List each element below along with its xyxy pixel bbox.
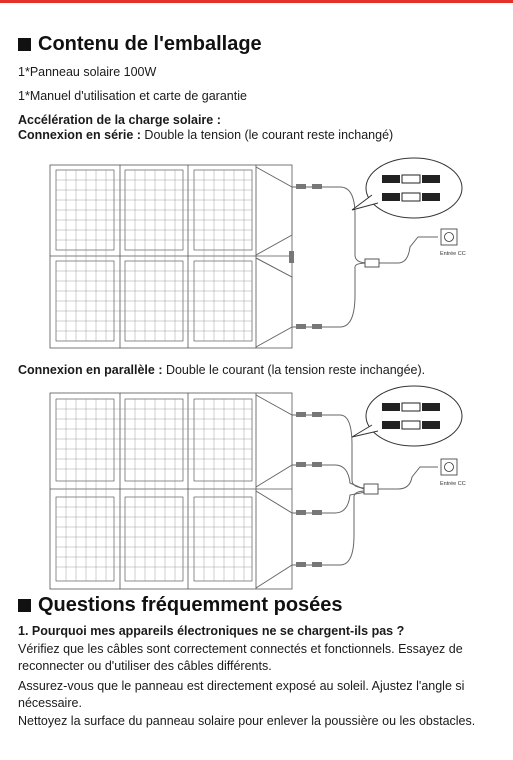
connector-zoom-bubble-parallel: [351, 385, 463, 447]
package-item-panel: 1*Panneau solaire 100W: [18, 65, 157, 79]
package-item-manual: 1*Manuel d'utilisation et carte de garan…: [18, 89, 247, 103]
parallel-connection-diagram: Entrée CC: [49, 385, 466, 590]
dc-input-port-icon-parallel: [440, 458, 458, 476]
cable-connectors-parallel: [296, 412, 379, 567]
solar-cell-grids-parallel: [55, 398, 253, 582]
solar-cell-grids: [55, 169, 253, 342]
parallel-label: Connexion en parallèle :: [18, 363, 163, 377]
faq-question-1: 1. Pourquoi mes appareils électroniques …: [18, 624, 405, 638]
faq-answer-1-part-2: Assurez-vous que le panneau est directem…: [18, 679, 465, 710]
solar-panel-array-parallel: [49, 392, 293, 590]
faq-heading: Questions fréquemment posées: [18, 594, 343, 617]
series-text: Double la tension (le courant reste inch…: [140, 128, 394, 142]
parallel-text: Double le courant (la tension reste inch…: [162, 363, 426, 377]
bullet-square-icon: [18, 599, 31, 612]
faq-answer-1-part-1: Vérifiez que les câbles sont correctemen…: [18, 642, 463, 673]
faq-answer-1-part-3: Nettoyez la surface du panneau solaire p…: [18, 714, 476, 728]
parallel-cables: [255, 394, 438, 589]
bullet-square-icon: [18, 38, 31, 51]
series-cables: [255, 166, 438, 348]
top-accent-rule: [0, 0, 513, 3]
series-connection-diagram: Entrée CC: [49, 157, 466, 349]
dc-input-label: Entrée CC: [440, 251, 466, 257]
cable-connectors: [289, 184, 380, 329]
series-description: Connexion en série : Double la tension (…: [18, 128, 393, 143]
charging-heading: Accélération de la charge solaire :: [18, 113, 221, 127]
connector-zoom-bubble: [351, 157, 463, 219]
dc-input-port-icon: [440, 228, 458, 246]
package-contents-heading: Contenu de l'emballage: [18, 33, 262, 56]
parallel-description: Connexion en parallèle : Double le coura…: [18, 363, 425, 378]
dc-input-label-parallel: Entrée CC: [440, 481, 466, 487]
series-label: Connexion en série :: [18, 128, 141, 142]
